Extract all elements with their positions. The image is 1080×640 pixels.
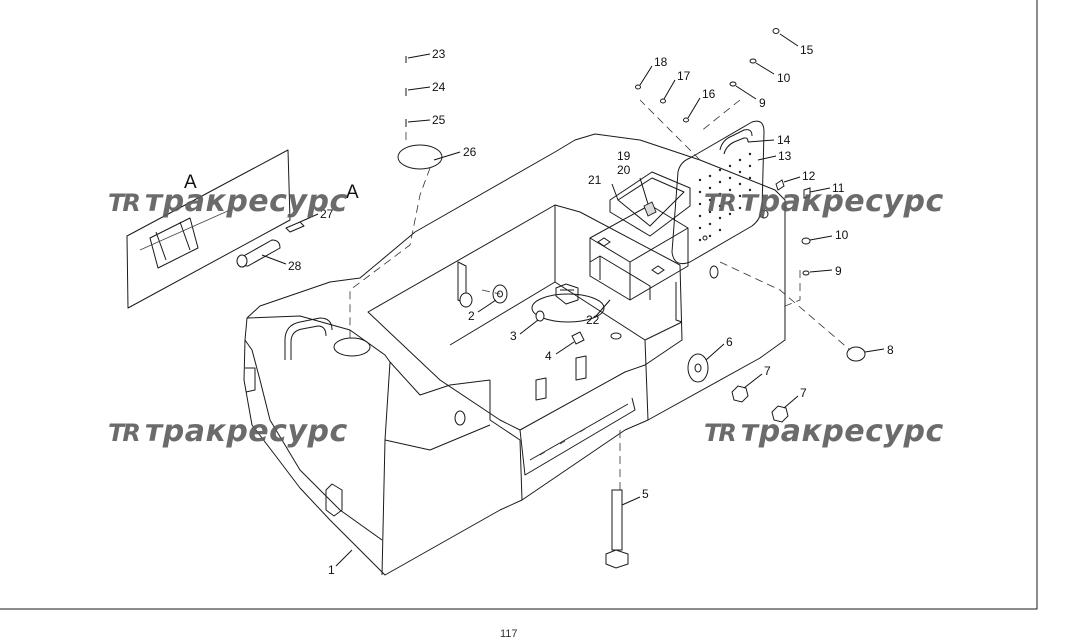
callout-18: 18 bbox=[654, 55, 668, 69]
callout-7b: 7 bbox=[800, 386, 807, 400]
watermark-logo: TR bbox=[108, 189, 141, 217]
watermark-text: тракресурс bbox=[740, 184, 944, 219]
grille-holes bbox=[698, 152, 752, 242]
callout-24: 24 bbox=[432, 80, 446, 94]
callout-1: 1 bbox=[328, 563, 335, 577]
callout-26: 26 bbox=[463, 145, 477, 159]
watermark-text: тракресурс bbox=[740, 414, 944, 449]
assembly-axes bbox=[349, 99, 851, 490]
callout-numbers: 1 2 3 4 5 6 7 7 8 9 9 10 10 11 12 13 14 … bbox=[288, 43, 894, 577]
callout-6: 6 bbox=[726, 335, 733, 349]
callout-27: 27 bbox=[320, 207, 334, 221]
grille-cover bbox=[671, 120, 765, 265]
callout-20: 20 bbox=[617, 163, 631, 177]
callout-9a: 9 bbox=[759, 96, 766, 110]
callout-17: 17 bbox=[677, 69, 691, 83]
callout-25: 25 bbox=[432, 113, 446, 127]
watermark-logo: TR bbox=[704, 189, 737, 217]
callout-8: 8 bbox=[887, 343, 894, 357]
watermark-logo: TR bbox=[704, 419, 737, 447]
callout-15: 15 bbox=[800, 43, 814, 57]
callout-11: 11 bbox=[832, 181, 845, 195]
watermark-text: тракресурс bbox=[144, 184, 348, 219]
callout-5: 5 bbox=[642, 487, 649, 501]
watermark-text: тракресурс bbox=[144, 414, 348, 449]
battery-box bbox=[589, 204, 689, 301]
callout-7a: 7 bbox=[764, 364, 771, 378]
callout-3: 3 bbox=[510, 329, 517, 343]
view-label-a-right: A bbox=[346, 182, 359, 203]
callout-28: 28 bbox=[288, 259, 302, 273]
callout-21: 21 bbox=[588, 173, 602, 187]
callout-16: 16 bbox=[702, 87, 716, 101]
callout-19: 19 bbox=[617, 149, 631, 163]
watermark-logo: TR bbox=[108, 419, 141, 447]
page-number: 117 bbox=[500, 628, 518, 640]
leader-lines bbox=[261, 33, 885, 567]
counterweight-body bbox=[243, 133, 786, 576]
page-frame bbox=[0, 0, 1038, 610]
detail-view-a bbox=[126, 149, 305, 309]
callout-2: 2 bbox=[468, 309, 475, 323]
interior-cavity bbox=[367, 204, 683, 476]
callout-22: 22 bbox=[586, 313, 600, 327]
callout-10b: 10 bbox=[835, 228, 849, 242]
callout-10a: 10 bbox=[777, 71, 791, 85]
view-label-a-left: A bbox=[184, 172, 197, 193]
fasteners bbox=[236, 28, 866, 569]
battery-tray bbox=[609, 171, 691, 237]
callout-14: 14 bbox=[777, 133, 791, 147]
center-plate bbox=[531, 283, 622, 340]
callout-23: 23 bbox=[432, 47, 446, 61]
callout-9b: 9 bbox=[835, 264, 842, 278]
callout-13: 13 bbox=[778, 149, 792, 163]
callout-4: 4 bbox=[545, 349, 552, 363]
callout-12: 12 bbox=[802, 169, 816, 183]
